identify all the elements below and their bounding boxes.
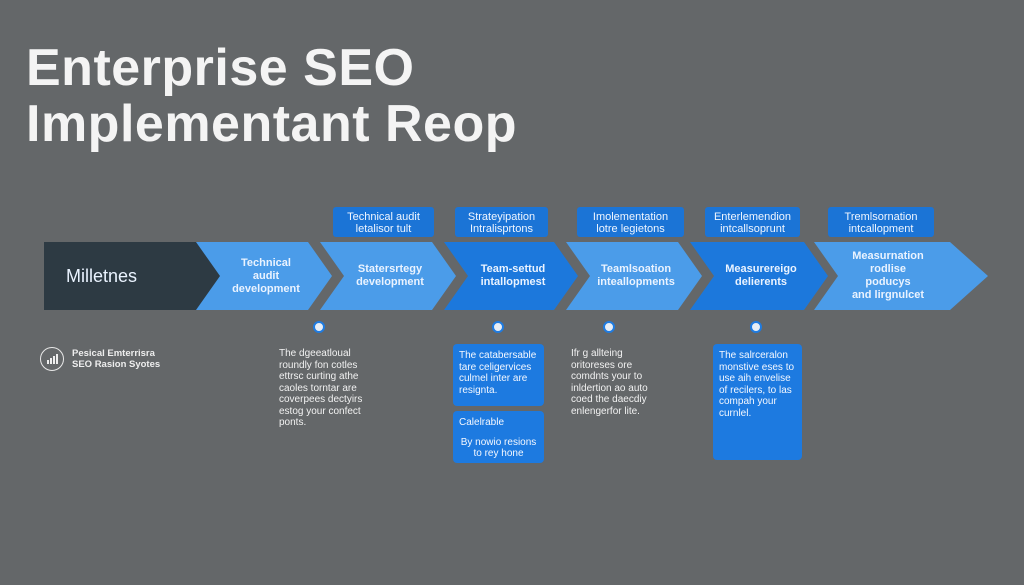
segment-line: Statersrtegy xyxy=(357,263,423,275)
segment-line: Measurereigo xyxy=(725,263,797,275)
segment-line: inteallopments xyxy=(597,276,675,288)
milestone-dot xyxy=(750,321,762,333)
milestone-dot xyxy=(313,321,325,333)
segment-line: Team-settud xyxy=(480,263,546,275)
title-line-2: Implementant Reop xyxy=(26,95,517,153)
segment-line: development xyxy=(232,282,300,295)
segment-line: rodlise poducys xyxy=(865,263,911,288)
tag-line: Strateyipation xyxy=(467,211,536,223)
card-title: Calelrable xyxy=(459,417,505,428)
segment-line: intallopmest xyxy=(480,276,546,288)
tag-line: Intralisprtons xyxy=(470,223,533,235)
card-body: By nowio resions to rey hone xyxy=(460,436,537,460)
tag-line: intcallsoprunt xyxy=(720,223,785,235)
info-card: The catabersable tare celigervices culme… xyxy=(453,344,544,406)
segment-line: and lirgnulcet xyxy=(851,289,925,301)
timeline-milestones-label: Milletnes xyxy=(44,242,224,310)
tag-line: Enterlemendion xyxy=(713,211,792,223)
title-line-1: Enterprise SEO xyxy=(26,39,415,97)
legend-line: Pesical Emterrisra xyxy=(72,348,155,359)
tag-line: lotre legietons xyxy=(596,223,665,235)
segment-line: development xyxy=(356,276,424,288)
info-card: The salrceralon monstive eses to use aih… xyxy=(713,344,802,460)
tag-line: Tremlsornation xyxy=(844,211,918,223)
segment-line: Teamlsoation xyxy=(600,263,672,275)
tag-line: Imolementation xyxy=(592,211,669,223)
info-card: Calelrable By nowio resions to rey hone xyxy=(453,411,544,463)
bar-chart-icon xyxy=(40,347,64,371)
milestone-dot xyxy=(603,321,615,333)
segment-line: Measurnation xyxy=(852,250,924,262)
segment-line: delierents xyxy=(735,276,787,288)
tag-line: Technical audit xyxy=(347,211,420,223)
tag-line: intcallopment xyxy=(848,223,914,235)
legend-line: SEO Rasion Syotes xyxy=(72,359,161,370)
tag-line: letalisor tult xyxy=(355,223,412,235)
note-text: Ifr g allteing oritoreses ore comdnts yo… xyxy=(571,348,648,417)
milestone-dot xyxy=(492,321,504,333)
note-text: The dgeeatloual roundly fon cotles ettrs… xyxy=(279,348,363,428)
segment-line: Technical audit xyxy=(241,256,291,282)
